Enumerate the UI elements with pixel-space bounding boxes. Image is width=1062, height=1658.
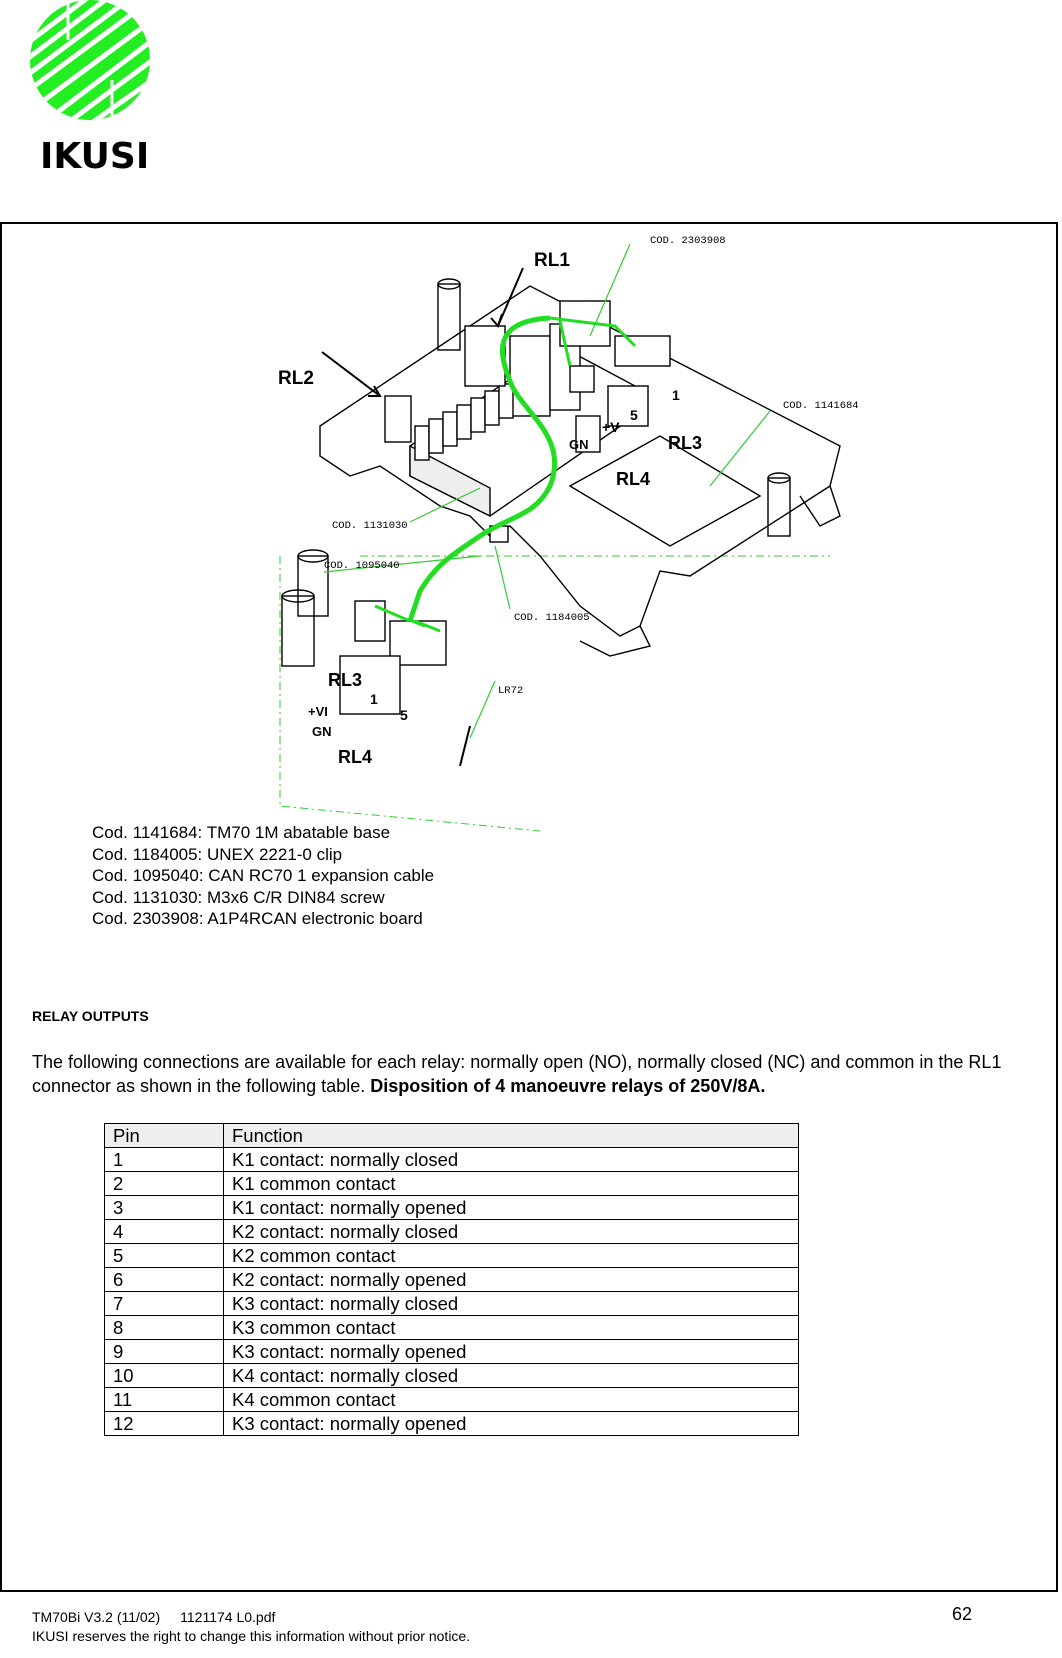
function-cell: K2 contact: normally opened xyxy=(223,1267,799,1292)
label-rl2: RL2 xyxy=(278,368,314,389)
function-cell: K4 common contact xyxy=(223,1387,799,1412)
footer-doc: TM70Bi V3.2 (11/02) xyxy=(32,1609,161,1625)
label-v-top: +V xyxy=(602,419,620,435)
callout-lr72: LR72 xyxy=(498,685,523,697)
pin-cell: 5 xyxy=(104,1243,224,1268)
label-gn-bottom: GN xyxy=(312,724,332,739)
ikusi-logo: IKUSI xyxy=(28,0,158,177)
pin-cell: 1 xyxy=(104,1147,224,1172)
code-list: Cod. 1141684: TM70 1M abatable base Cod.… xyxy=(92,822,434,930)
function-cell: K3 contact: normally closed xyxy=(223,1291,799,1316)
section-title: RELAY OUTPUTS xyxy=(32,1008,149,1024)
table-header-row: Pin Function xyxy=(104,1123,799,1148)
footer-notice: IKUSI reserves the right to change this … xyxy=(32,1628,471,1644)
pin-cell: 12 xyxy=(104,1411,224,1436)
pin-cell: 8 xyxy=(104,1315,224,1340)
callout-1141684: COD. 1141684 xyxy=(783,400,859,412)
pin-cell: 4 xyxy=(104,1219,224,1244)
label-v-bottom: +VI xyxy=(308,704,328,719)
callout-1095040: COD. 1095040 xyxy=(324,560,400,572)
function-cell: K4 contact: normally closed xyxy=(223,1363,799,1388)
label-rl4-bottom: RL4 xyxy=(338,747,372,767)
footer: TM70Bi V3.2 (11/02) 1121174 L0.pdf IKUSI … xyxy=(32,1608,470,1646)
footer-file: 1121174 L0.pdf xyxy=(180,1609,276,1625)
paragraph-bold-text: Disposition of 4 manoeuvre relays of 250… xyxy=(370,1076,766,1096)
page-number: 62 xyxy=(952,1604,973,1624)
label-pin1-top: 1 xyxy=(672,387,680,403)
pin-cell: 6 xyxy=(104,1267,224,1292)
footer-doc-line: TM70Bi V3.2 (11/02) 1121174 L0.pdf xyxy=(32,1608,470,1627)
function-cell: K1 common contact xyxy=(223,1171,799,1196)
code-item: Cod. 1131030: M3x6 C/R DIN84 screw xyxy=(92,887,385,907)
board-installation-diagram: COD. 2303908 COD. 1141684 COD. 1131030 C… xyxy=(240,226,900,836)
function-cell: K3 contact: normally opened xyxy=(223,1411,799,1436)
function-cell: K1 contact: normally closed xyxy=(223,1147,799,1172)
pin-cell: 11 xyxy=(104,1387,224,1412)
label-pin5-top: 5 xyxy=(630,407,638,423)
pin-cell: 2 xyxy=(104,1171,224,1196)
header-function: Function xyxy=(223,1123,799,1148)
function-cell: K3 common contact xyxy=(223,1315,799,1340)
label-rl4-top: RL4 xyxy=(616,469,650,489)
label-rl3-bottom: RL3 xyxy=(328,670,362,690)
label-gn-top: GN xyxy=(569,437,589,452)
callout-2303908: COD. 2303908 xyxy=(650,235,726,247)
label-pin1-bottom: 1 xyxy=(370,691,378,707)
paragraph-text: The following connections are available … xyxy=(32,1052,1002,1096)
code-item: Cod. 1184005: UNEX 2221-0 clip xyxy=(92,844,343,864)
header-pin: Pin xyxy=(104,1123,224,1148)
code-item: Cod. 2303908: A1P4RCAN electronic board xyxy=(92,909,423,928)
code-item: Cod. 1095040: CAN RC70 1 expansion cable xyxy=(92,866,435,885)
label-pin5-bottom: 5 xyxy=(400,707,408,723)
pin-cell: 9 xyxy=(104,1339,224,1364)
code-item: Cod. 1141684: TM70 1M abatable base xyxy=(92,823,391,842)
function-cell: K2 contact: normally closed xyxy=(223,1219,799,1244)
content-frame xyxy=(0,222,1058,1592)
function-cell: K2 common contact xyxy=(223,1243,799,1268)
callout-1131030: COD. 1131030 xyxy=(332,520,408,532)
label-rl3-top: RL3 xyxy=(668,433,702,453)
logo-wordmark: IKUSI xyxy=(40,136,149,175)
label-rl1: RL1 xyxy=(534,250,570,271)
pin-cell: 10 xyxy=(104,1363,224,1388)
section-paragraph: The following connections are available … xyxy=(32,1050,1062,1098)
pin-cell: 3 xyxy=(104,1195,224,1220)
pin-cell: 7 xyxy=(104,1291,224,1316)
function-cell: K1 contact: normally opened xyxy=(223,1195,799,1220)
function-cell: K3 contact: normally opened xyxy=(223,1339,799,1364)
callout-1184005: COD. 1184005 xyxy=(514,612,590,624)
